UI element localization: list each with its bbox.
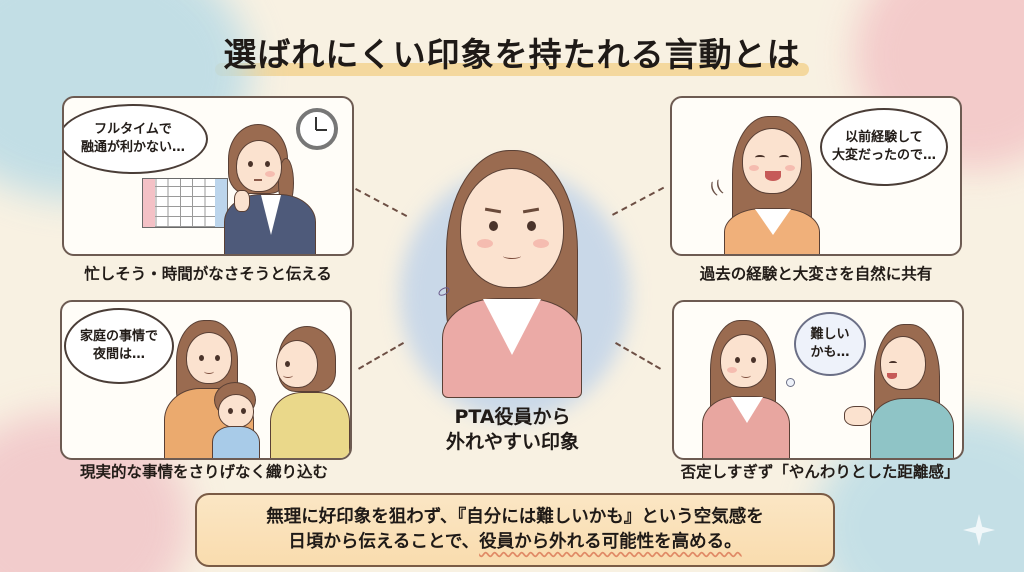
hand (234, 190, 250, 212)
sparkle-icon (963, 514, 995, 546)
person-cardigan (442, 298, 582, 398)
page-title: 選ばれにくい印象を持たれる言動とは (215, 28, 810, 76)
caption-family-circumstances: 現実的な事情をさりげなく織り込む (79, 463, 328, 481)
caption-gentle-distance: 否定しすぎず「やんわりとした距離感」 (680, 463, 960, 481)
friend-sweater (270, 392, 350, 458)
speech-bubble: 家庭の事情で 夜間は… (64, 308, 174, 384)
person-head (460, 168, 564, 288)
person-head (186, 332, 232, 384)
caption-busy: 忙しそう・時間がなさそうと伝える (84, 265, 332, 283)
person-sweater (724, 208, 820, 254)
speech-bubble: 以前経験して 大変だったので… (820, 108, 948, 186)
summary-line: 日頃から伝えることで、役員から外れる可能性を高める。 (288, 530, 741, 555)
panel-past-experience: (( 以前経験して 大変だったので… (670, 96, 962, 256)
open-hand (844, 406, 872, 426)
bubble-text: かも… (810, 345, 850, 360)
thought-bubble: 難しい かも… (794, 312, 866, 376)
person-suit (224, 194, 316, 254)
panel-family-circumstances: 家庭の事情で 夜間は… (60, 300, 352, 460)
clock-icon (296, 108, 338, 150)
connector-bottom-left (358, 342, 405, 370)
summary-box: 無理に好印象を狙わず、『自分には難しいかも』という空気感を 日頃から伝えることで… (195, 493, 835, 567)
sweat-lines-icon: (( (707, 176, 726, 199)
panel-busy: フルタイムで 融通が利かない… (62, 96, 354, 256)
bubble-text: 大変だったので… (831, 148, 936, 163)
center-label-line: 外れやすい印象 (445, 430, 579, 453)
person-head (236, 140, 282, 192)
person-head (276, 340, 318, 388)
summary-text: 日頃から伝えることで、 (288, 532, 480, 552)
calendar-icon (142, 178, 228, 228)
bubble-text: 難しい (810, 327, 850, 343)
bubble-text: フルタイムで (94, 122, 172, 138)
connector-bottom-right (615, 342, 662, 370)
center-label: PTA役員から 外れやすい印象 (400, 405, 625, 454)
child-shirt (212, 426, 260, 458)
connector-top-left (355, 188, 408, 217)
bubble-text: 融通が利かない… (80, 140, 185, 155)
bubble-text: 夜間は… (92, 347, 145, 362)
caption-past-experience: 過去の経験と大変さを自然に共有 (699, 265, 933, 283)
person-cardigan (702, 396, 790, 458)
summary-line: 無理に好印象を狙わず、『自分には難しいかも』という空気感を (266, 506, 764, 527)
person-top (870, 398, 954, 458)
panel-gentle-distance: 難しい かも… (672, 300, 964, 460)
title-area: 選ばれにくい印象を持たれる言動とは (0, 28, 1024, 76)
person-head (720, 334, 768, 388)
person-head (880, 336, 926, 390)
thought-dot (786, 378, 795, 387)
child-head (218, 394, 254, 428)
bubble-text: 以前経験して (845, 130, 923, 146)
person-head (742, 128, 802, 194)
summary-highlight: 役員から外れる可能性を高める。 (479, 532, 742, 552)
speech-bubble: フルタイムで 融通が利かない… (64, 104, 208, 174)
bubble-text: 家庭の事情で (79, 329, 158, 345)
connector-top-right (612, 186, 665, 216)
center-label-line: PTA役員から (454, 406, 571, 428)
